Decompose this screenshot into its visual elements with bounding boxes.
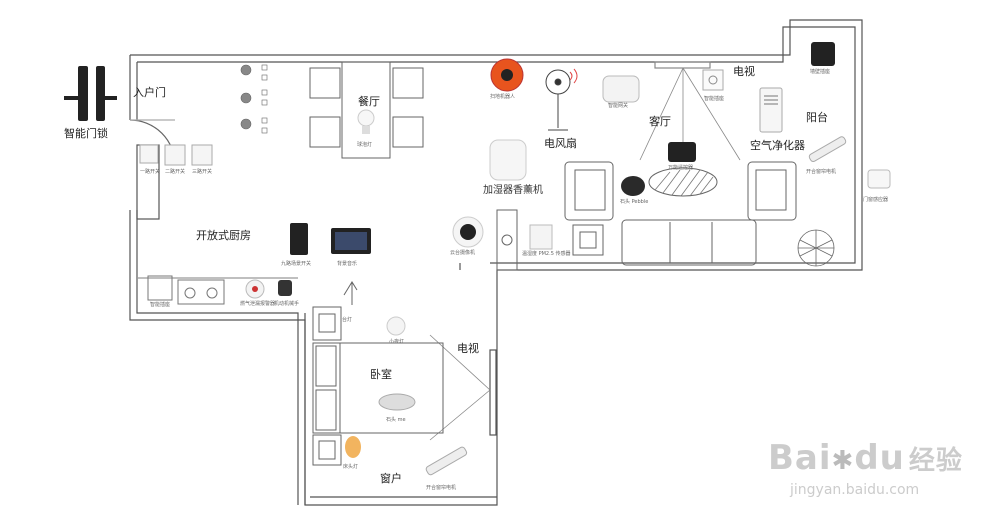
door-sensor-shape bbox=[867, 169, 891, 189]
room-bedroom: 卧室 bbox=[370, 368, 392, 381]
curtain-motor-bedroom-shape bbox=[425, 446, 468, 476]
fan-label: 电风扇 bbox=[544, 137, 577, 150]
curtain-motor-shape bbox=[808, 136, 847, 163]
bedside-lamp-label: 床头灯 bbox=[343, 464, 359, 470]
gas-alarm-label: 燃气泄漏报警器 bbox=[240, 301, 276, 307]
pm25-shape bbox=[529, 224, 553, 250]
sofa-group bbox=[564, 161, 797, 266]
pm25-label: 温湿度 PM2.5 传感器 bbox=[522, 251, 571, 257]
scene-switch-label: 九路场景开关 bbox=[281, 261, 312, 267]
smart-socket-label: 智能插座 bbox=[704, 96, 725, 102]
humidifier-shape bbox=[489, 139, 527, 181]
balcony-box-shape bbox=[811, 42, 835, 66]
speaker-me-shape bbox=[378, 393, 416, 411]
speaker-me-label: 石头 me bbox=[386, 417, 406, 423]
smart-panel-label: 智能插座 bbox=[150, 302, 171, 308]
air-purifier-label: 空气净化器 bbox=[750, 139, 805, 152]
curtain-motor-bedroom-label: 开合窗帘电机 bbox=[426, 485, 457, 491]
smart-lock-label: 智能门锁 bbox=[64, 127, 108, 140]
gateway-shape bbox=[602, 75, 640, 103]
fan-shape bbox=[545, 68, 578, 131]
room-balcony: 阳台 bbox=[806, 111, 828, 124]
bulb-shape bbox=[357, 109, 375, 127]
pebble-shape bbox=[621, 176, 645, 196]
bulb-label: 球泡灯 bbox=[357, 142, 373, 148]
switch3-shape bbox=[191, 144, 213, 166]
bg-music-label: 背景音乐 bbox=[337, 261, 358, 267]
switch2-label: 二路开关 bbox=[165, 169, 186, 175]
night-light-label: 小夜灯 bbox=[389, 339, 405, 345]
door-sensor-label: 门窗感应器 bbox=[863, 197, 889, 203]
balcony-plant bbox=[797, 229, 835, 267]
room-dining: 餐厅 bbox=[358, 95, 380, 108]
bed-group bbox=[312, 306, 444, 466]
ir-controller-shape bbox=[668, 142, 696, 162]
tv-bedroom-label: 电视 bbox=[457, 342, 479, 355]
desk-lamp-label: 台灯 bbox=[342, 317, 353, 323]
room-kitchen: 开放式厨房 bbox=[196, 229, 251, 242]
room-entrance: 入户门 bbox=[133, 86, 166, 99]
paw-icon: ✱ bbox=[831, 446, 855, 476]
room-living: 客厅 bbox=[649, 115, 671, 128]
socket-shape bbox=[702, 69, 724, 91]
gateway-label: 智能网关 bbox=[608, 103, 629, 109]
valve-arm-shape bbox=[278, 280, 292, 296]
night-light-shape bbox=[386, 316, 406, 336]
switch3-label: 三路开关 bbox=[192, 169, 213, 175]
desk-lamp-shape bbox=[343, 281, 358, 305]
pebble-label: 石头 Pebble bbox=[620, 199, 649, 205]
switch1-shape bbox=[139, 144, 159, 164]
camera-label: 云台摄像机 bbox=[450, 250, 476, 256]
watermark-url: jingyan.baidu.com bbox=[790, 482, 920, 498]
room-window: 窗户 bbox=[380, 472, 402, 485]
switch2-shape bbox=[164, 144, 186, 166]
living-door bbox=[496, 209, 604, 271]
robot-vacuum-label: 扫地机器人 bbox=[490, 94, 516, 100]
purifier-shape bbox=[759, 87, 783, 133]
scene-switch-shape bbox=[290, 223, 308, 255]
curtain-motor-balcony-label: 开合窗帘电机 bbox=[806, 169, 837, 175]
bedside-lamp-shape bbox=[345, 436, 361, 458]
tv-living-label: 电视 bbox=[733, 65, 755, 78]
plant-decor bbox=[240, 64, 268, 134]
ir-controller-label: 万能遥控器 bbox=[668, 165, 694, 171]
valve-arm-label: 机动机械手 bbox=[274, 301, 300, 307]
switch1-label: 一路开关 bbox=[140, 169, 161, 175]
kitchen-counter bbox=[147, 275, 225, 305]
air-socket-label: 墙壁插座 bbox=[810, 69, 831, 75]
humidifier-label: 加湿器香薰机 bbox=[483, 185, 543, 196]
smart-lock-shape bbox=[64, 66, 117, 121]
dining-table bbox=[309, 61, 424, 159]
